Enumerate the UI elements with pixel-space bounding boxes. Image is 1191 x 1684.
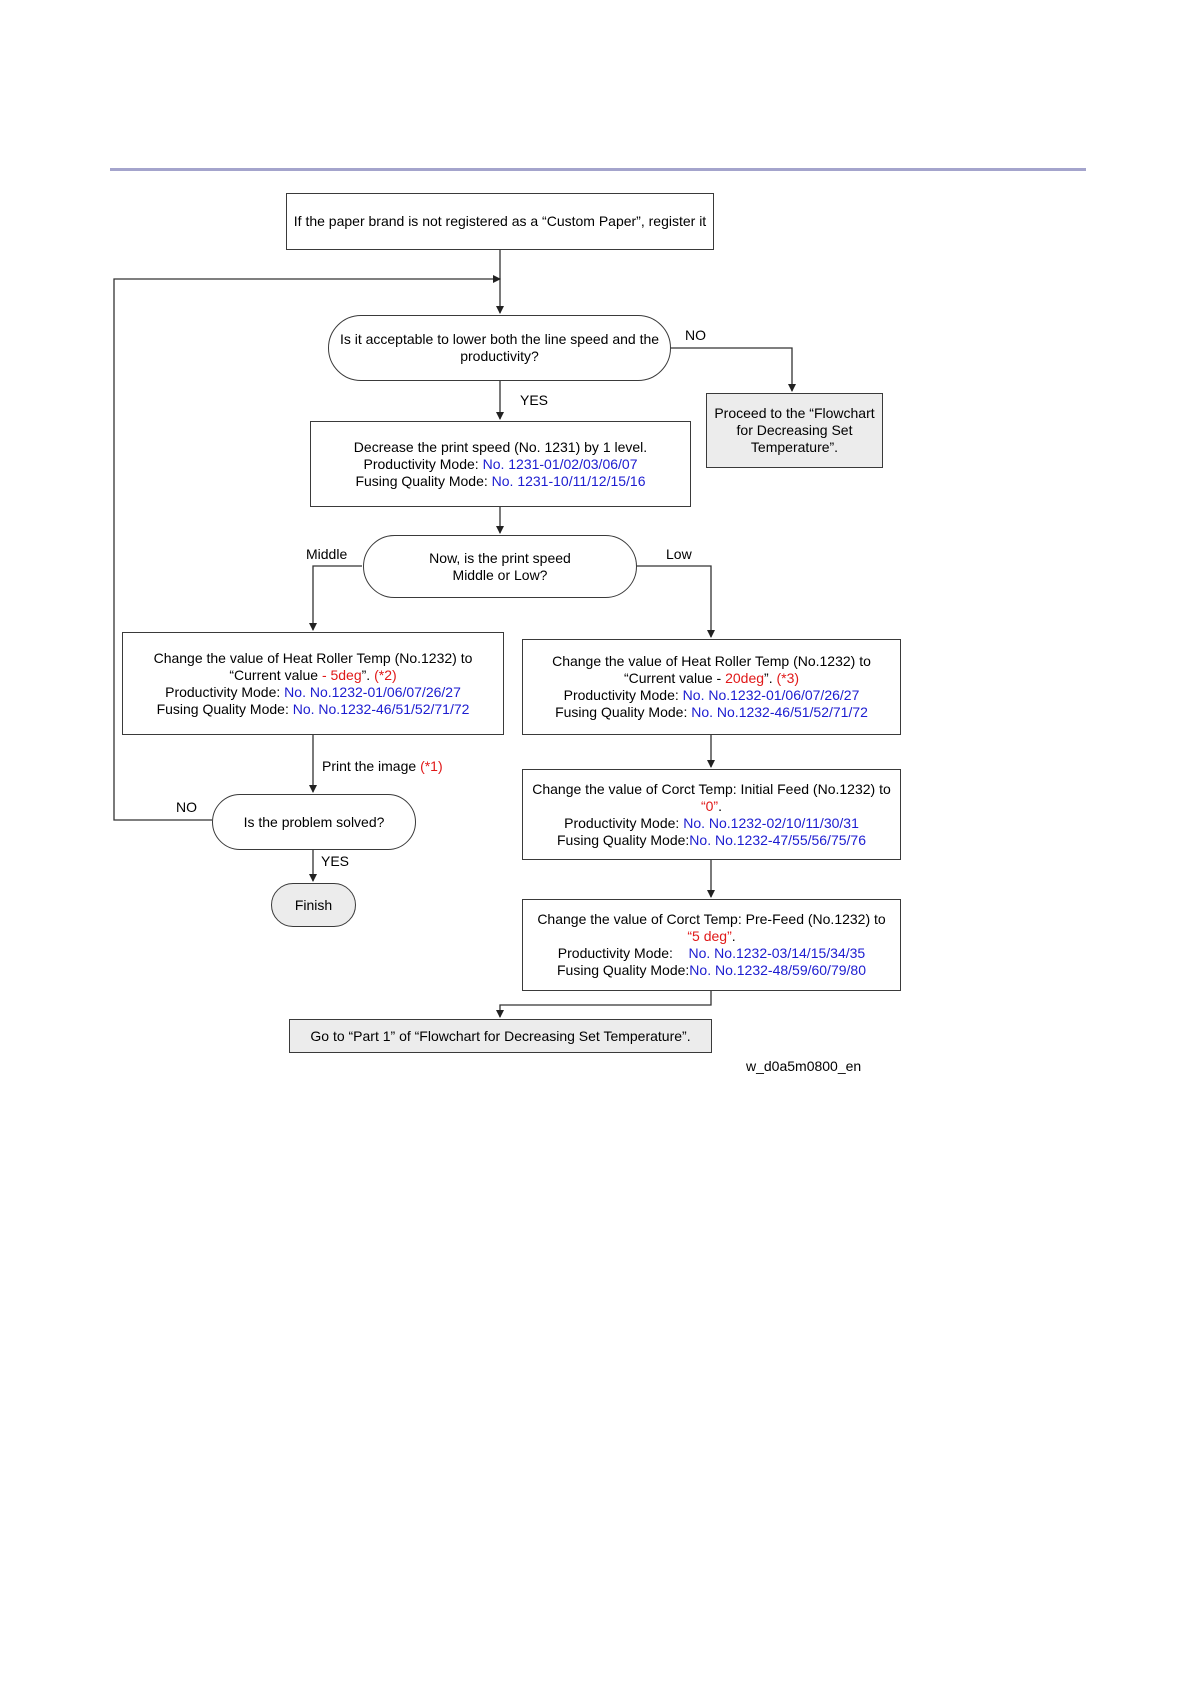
middle-heat-roller-box: Change the value of Heat Roller Temp (No…: [122, 632, 504, 735]
low-fuse-value: No. No.1232-46/51/52/71/72: [691, 704, 868, 720]
middle-line2-red: - 5deg: [321, 666, 362, 683]
low-prod-label: Productivity Mode:: [563, 687, 683, 703]
low-line2-a: “Current value -: [623, 670, 726, 686]
low-fuse-label: Fusing Quality Mode:: [555, 704, 692, 720]
decision-lower-speed: Is it acceptable to lower both the line …: [328, 315, 671, 381]
label-yes-1: YES: [520, 392, 549, 408]
goto-text: Go to “Part 1” of “Flowchart for Decreas…: [310, 1027, 691, 1044]
initial-line2-red: “0”: [700, 797, 719, 814]
prefeed-line1: Change the value of Corct Temp: Pre-Feed…: [537, 911, 886, 927]
initial-fuse-value: No. No.1232-47/55/56/75/76: [689, 831, 866, 848]
low-heat-roller-box: Change the value of Heat Roller Temp (No…: [522, 639, 901, 735]
prefeed-fuse-value: No. No.1232-48/59/60/79/80: [689, 962, 866, 978]
middle-prod-value: No. No.1232-01/06/07/26/27: [284, 683, 461, 700]
proceed-line3: Temperature”.: [750, 439, 839, 455]
decrease-prod-value: No. 1231-01/02/03/06/07: [482, 455, 638, 472]
connector-low: [636, 565, 715, 638]
low-line2: “Current value - 20deg”. (*3): [624, 670, 799, 687]
decision-problem-solved: Is the problem solved?: [212, 794, 416, 850]
initial-prod-value: No. No.1232-02/10/11/30/31: [683, 814, 859, 831]
middle-note: (*2): [374, 666, 397, 683]
proceed-line2: for Decreasing Set: [736, 422, 853, 438]
low-fuse-line: Fusing Quality Mode: No. No.1232-46/51/5…: [555, 704, 868, 721]
low-line1: Change the value of Heat Roller Temp (No…: [552, 653, 871, 669]
decrease-fuse-label: Fusing Quality Mode:: [355, 472, 492, 489]
label-no-1: NO: [685, 327, 706, 343]
label-middle: Middle: [306, 546, 348, 562]
decision-lower-line1: Is it acceptable to lower both the line …: [339, 331, 660, 347]
initial-prod-label: Productivity Mode:: [564, 814, 684, 831]
goto-part1-box: Go to “Part 1” of “Flowchart for Decreas…: [289, 1019, 712, 1053]
middle-prod-line: Productivity Mode: No. No.1232-01/06/07/…: [165, 684, 461, 701]
low-note: (*3): [776, 670, 800, 686]
middle-fuse-value: No. No.1232-46/51/52/71/72: [292, 700, 470, 717]
connector-no-loop: [113, 275, 501, 821]
label-yes-2: YES: [321, 853, 350, 869]
connector-no-to-proceed: [669, 347, 796, 392]
proceed-line1: Proceed to the “Flowchart: [714, 405, 875, 421]
connector-prefeed-to-goto: [496, 990, 712, 1018]
middle-fuse-label: Fusing Quality Mode:: [156, 700, 293, 717]
initial-fuse-line: Fusing Quality Mode:No. No.1232-47/55/56…: [557, 832, 866, 849]
start-box: If the paper brand is not registered as …: [286, 193, 714, 250]
proceed-box: Proceed to the “Flowchart for Decreasing…: [706, 393, 883, 468]
middle-line2-b: ”.: [361, 666, 375, 683]
initial-prod-line: Productivity Mode: No. No.1232-02/10/11/…: [564, 815, 859, 832]
low-line2-b: ”.: [764, 670, 777, 686]
decrease-fuse-value: No. 1231-10/11/12/15/16: [491, 472, 646, 489]
start-box-text: If the paper brand is not registered as …: [293, 213, 707, 229]
middle-line1: Change the value of Heat Roller Temp (No…: [153, 649, 473, 666]
decrease-fuse-line: Fusing Quality Mode: No. 1231-10/11/12/1…: [355, 473, 645, 490]
middle-prod-label: Productivity Mode:: [165, 683, 285, 700]
connector-middle: [309, 565, 362, 631]
decision-speed-line2: Middle or Low?: [452, 566, 548, 583]
decision-print-speed: Now, is the print speed Middle or Low?: [363, 535, 637, 598]
print-image-note: (*1): [420, 758, 443, 774]
decision-lower-line2: productivity?: [460, 348, 539, 364]
label-low: Low: [666, 546, 692, 562]
decrease-line1: Decrease the print speed (No. 1231) by 1…: [353, 438, 648, 455]
decrease-prod-line: Productivity Mode: No. 1231-01/02/03/06/…: [364, 456, 638, 473]
image-id-label: w_d0a5m0800_en: [746, 1058, 862, 1074]
initial-line2-b: .: [718, 797, 722, 814]
middle-line2: “Current value - 5deg”. (*2): [229, 667, 396, 684]
prefeed-prod-line: Productivity Mode: No. No.1232-03/14/15/…: [558, 945, 865, 962]
decision-solved-text: Is the problem solved?: [243, 813, 385, 830]
prefeed-prod-value: No. No.1232-03/14/15/34/35: [688, 945, 866, 961]
initial-feed-box: Change the value of Corct Temp: Initial …: [522, 769, 901, 860]
initial-line1: Change the value of Corct Temp: Initial …: [532, 780, 891, 797]
low-line2-red: 20deg: [725, 670, 765, 686]
prefeed-fuse-label: Fusing Quality Mode:: [557, 962, 690, 978]
finish-terminal: Finish: [271, 883, 356, 927]
prefeed-line2-b: .: [731, 928, 736, 944]
middle-line2-a: “Current value: [229, 666, 322, 683]
print-image-label: Print the image (*1): [322, 758, 443, 775]
low-prod-value: No. No.1232-01/06/07/26/27: [682, 687, 860, 703]
decrease-speed-box: Decrease the print speed (No. 1231) by 1…: [310, 421, 691, 507]
finish-text: Finish: [294, 896, 333, 913]
prefeed-line2: “5 deg”.: [687, 928, 735, 945]
print-image-text: Print the image: [322, 758, 421, 774]
initial-line2: “0”.: [701, 798, 722, 815]
pre-feed-box: Change the value of Corct Temp: Pre-Feed…: [522, 899, 901, 991]
header-rule: [110, 168, 1086, 171]
prefeed-line2-red: “5 deg”: [687, 928, 732, 944]
prefeed-prod-label: Productivity Mode:: [557, 945, 689, 961]
decrease-prod-label: Productivity Mode:: [363, 455, 483, 472]
low-prod-line: Productivity Mode: No. No.1232-01/06/07/…: [564, 687, 860, 704]
initial-fuse-label: Fusing Quality Mode:: [557, 831, 690, 848]
decision-speed-line1: Now, is the print speed: [429, 549, 571, 566]
prefeed-fuse-line: Fusing Quality Mode:No. No.1232-48/59/60…: [557, 962, 866, 979]
label-no-2: NO: [176, 799, 197, 815]
middle-fuse-line: Fusing Quality Mode: No. No.1232-46/51/5…: [157, 701, 470, 718]
